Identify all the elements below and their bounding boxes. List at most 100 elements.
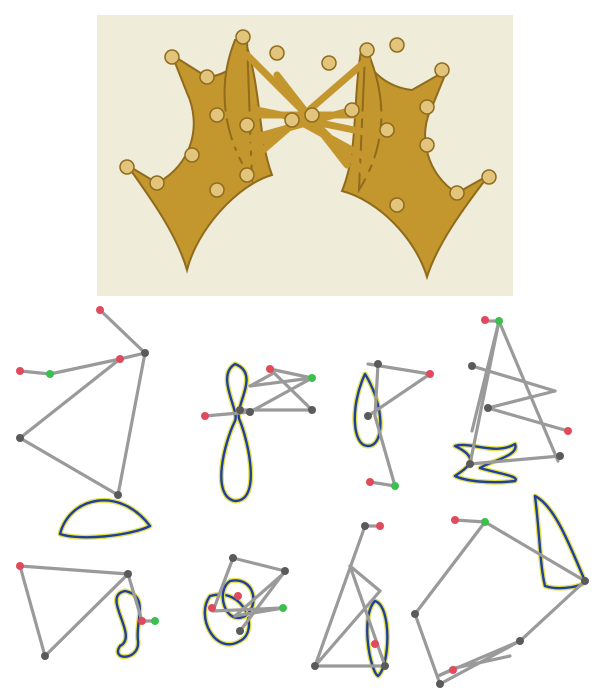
joint (236, 406, 244, 414)
linkage-bar (118, 351, 147, 361)
wooden-peg (481, 169, 497, 185)
fixed-joint (366, 478, 374, 486)
coupler-curve-inner (203, 593, 251, 646)
joint (41, 652, 49, 660)
linkage-bar (486, 389, 557, 410)
wooden-peg (235, 29, 251, 45)
linkage-bar (203, 410, 252, 418)
linkage-bar (18, 436, 120, 497)
wooden-peg (119, 159, 135, 175)
wooden-peg (389, 197, 405, 213)
joint (141, 349, 149, 357)
linkage-5 (16, 562, 159, 660)
coupler-curve-inner (366, 599, 389, 678)
linkage-bar (238, 569, 287, 633)
linkage-bar (231, 556, 287, 573)
joint (236, 627, 244, 635)
linkage-bar (48, 357, 122, 376)
mechanism-photo (97, 15, 513, 296)
input-joint (308, 374, 316, 382)
linkage-bar (18, 357, 122, 440)
linkage-1 (16, 306, 153, 540)
wooden-peg (284, 112, 300, 128)
linkage-bar (373, 362, 380, 418)
linkage-bar (248, 372, 274, 388)
linkage-bar (373, 414, 397, 488)
linkage-bar (98, 308, 147, 355)
wooden-peg (419, 99, 435, 115)
photo-background (97, 15, 513, 296)
fixed-joint (376, 522, 384, 530)
joint (124, 570, 132, 578)
joint (311, 662, 319, 670)
linkage-bar (233, 572, 285, 618)
joint (411, 610, 419, 618)
linkage-bar (366, 372, 432, 418)
joint (229, 554, 237, 562)
joint (556, 452, 564, 460)
input-joint (481, 518, 489, 526)
linkage-bar (116, 351, 147, 497)
linkage-8 (411, 493, 589, 688)
linkage-bar (413, 520, 487, 616)
input-joint (151, 617, 159, 625)
fixed-joint (234, 592, 242, 600)
coupler-curve-inner (353, 372, 382, 448)
linkage-bar (126, 572, 144, 623)
joint (436, 680, 444, 688)
wooden-peg (389, 37, 405, 53)
wooden-peg (199, 69, 215, 85)
fixed-joint (201, 412, 209, 420)
linkage-diagrams-drawing (16, 306, 589, 688)
fixed-joint (208, 604, 216, 612)
linkage-bar (233, 606, 285, 618)
linkage-6 (202, 554, 289, 647)
fixed-joint (451, 516, 459, 524)
fixed-joint (138, 617, 146, 625)
wooden-bar (293, 116, 411, 184)
linkage-bar (468, 319, 501, 466)
linkage-bar (313, 589, 382, 668)
linkage-2 (201, 361, 316, 504)
fixed-joint (564, 427, 572, 435)
wooden-peg (164, 49, 180, 65)
wooden-peg (149, 175, 165, 191)
joint (114, 491, 122, 499)
coupler-curve-inner (533, 494, 587, 590)
linkage-bar (368, 480, 397, 488)
wooden-peg (209, 107, 225, 123)
wooden-peg (304, 107, 320, 123)
wooden-peg (449, 185, 465, 201)
wooden-peg (434, 62, 450, 78)
joint (364, 412, 372, 420)
wooden-peg (344, 102, 360, 118)
linkage-bar (43, 572, 130, 658)
linkage-bar (248, 376, 314, 414)
linkage-3 (352, 360, 434, 490)
linkage-bar (413, 612, 442, 686)
linkage-bar (268, 367, 314, 412)
wooden-peg (239, 117, 255, 133)
linkage-bar (18, 369, 52, 376)
wooden-mechanism (119, 29, 497, 281)
linkage-bar (453, 518, 487, 524)
fixed-joint (16, 367, 24, 375)
joint (516, 637, 524, 645)
linkage-bar (18, 564, 130, 576)
joint (16, 434, 24, 442)
joint (281, 567, 289, 575)
fixed-joint (449, 666, 457, 674)
linkage-bar (497, 319, 560, 463)
fixed-joint (371, 640, 379, 648)
fixed-joint (481, 316, 489, 324)
coupler-curve-inner (221, 579, 255, 619)
wooden-peg (379, 122, 395, 138)
input-joint (495, 317, 503, 325)
linkage-bar (268, 367, 314, 380)
linkage-bar (248, 376, 314, 388)
mechanism-photo-drawing (97, 15, 513, 296)
linkage-bar (348, 564, 382, 593)
linkage-bar (468, 454, 562, 466)
wooden-peg (321, 55, 337, 71)
